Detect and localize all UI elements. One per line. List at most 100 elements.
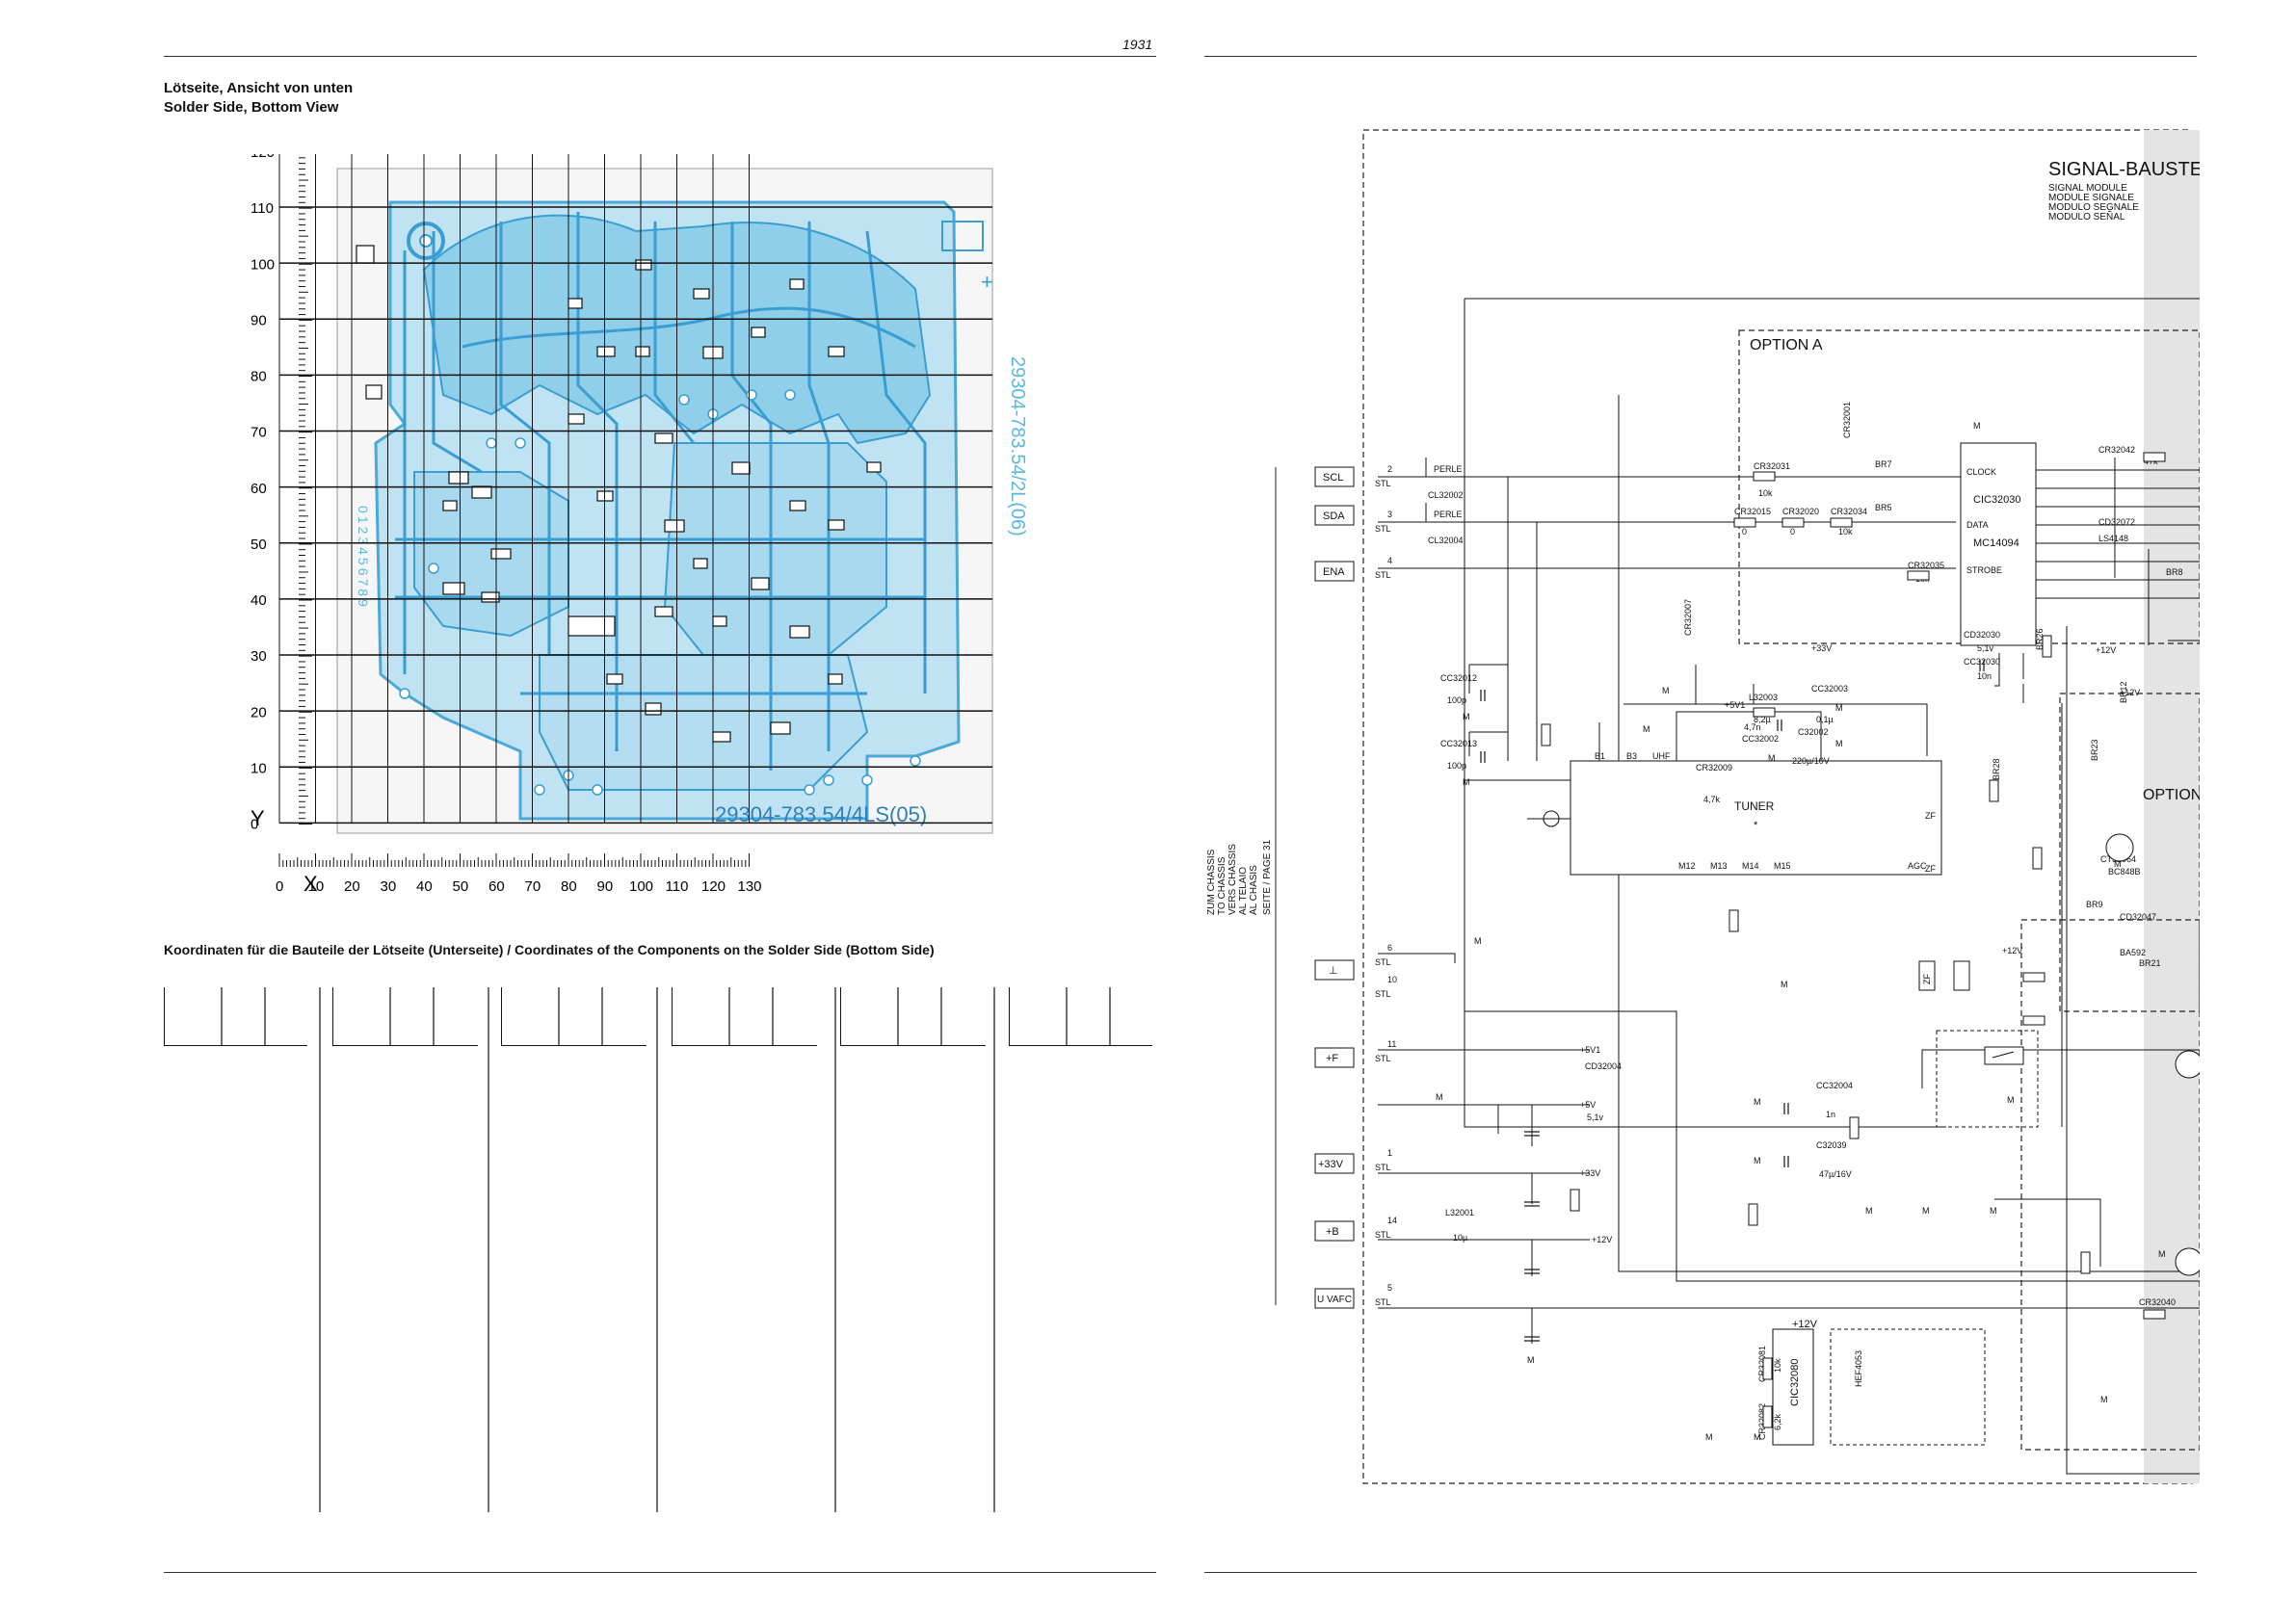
svg-text:1n: 1n bbox=[1826, 1110, 1835, 1119]
svg-text:M15: M15 bbox=[1774, 861, 1791, 871]
svg-text:2: 2 bbox=[1387, 464, 1392, 474]
svg-text:ZF: ZF bbox=[1925, 864, 1936, 874]
svg-text:STL: STL bbox=[1375, 1297, 1391, 1307]
y-tick-label: 30 bbox=[251, 648, 267, 665]
ic-cic32080: CIC32080 HEF4053 bbox=[1772, 1328, 1986, 1446]
schematic-diagram: SIGNAL-BAUSTEIN SIGNAL MODULE MODULE SIG… bbox=[1206, 129, 2200, 1484]
svg-text:CC32003: CC32003 bbox=[1811, 684, 1848, 694]
chassis-label-2: TO CHASSIS bbox=[1217, 856, 1227, 915]
svg-text:M: M bbox=[1835, 739, 1843, 748]
option-b-label: OPTION bbox=[2143, 787, 2200, 803]
svg-text:ZF: ZF bbox=[1925, 811, 1936, 821]
svg-text:M: M bbox=[1754, 1156, 1761, 1165]
svg-text:PERLE: PERLE bbox=[1434, 510, 1463, 519]
svg-text:M14: M14 bbox=[1742, 861, 1759, 871]
svg-text:4,7n: 4,7n bbox=[1744, 722, 1761, 732]
svg-text:M: M bbox=[1474, 936, 1482, 946]
svg-text:BR5: BR5 bbox=[1875, 503, 1892, 512]
connector-ground: ⊥ bbox=[1329, 965, 1338, 977]
svg-text:BR28: BR28 bbox=[1992, 758, 2001, 780]
chassis-label-1: ZUM CHASSIS bbox=[1206, 849, 1217, 915]
svg-text:L32001: L32001 bbox=[1445, 1208, 1474, 1217]
svg-text:M: M bbox=[1781, 980, 1788, 989]
svg-text:+12V: +12V bbox=[2002, 946, 2022, 955]
svg-text:+12V: +12V bbox=[1592, 1235, 1612, 1244]
svg-text:4: 4 bbox=[1387, 556, 1392, 565]
pcb-board-code-side: 29304-783.54/2L(06) bbox=[1007, 356, 1028, 537]
svg-text:CD32030: CD32030 bbox=[1964, 630, 2000, 640]
y-tick-label: 20 bbox=[251, 704, 267, 720]
svg-text:STL: STL bbox=[1375, 1230, 1391, 1240]
svg-text:M: M bbox=[1527, 1355, 1535, 1365]
svg-text:10k: 10k bbox=[1838, 527, 1853, 537]
svg-text:STL: STL bbox=[1375, 479, 1391, 488]
pcb-pads bbox=[399, 389, 921, 796]
svg-text:STL: STL bbox=[1375, 1054, 1391, 1063]
svg-text:BR21: BR21 bbox=[2139, 958, 2161, 968]
coord-table-header-3 bbox=[501, 987, 647, 1046]
svg-text:CR32020: CR32020 bbox=[1782, 507, 1819, 516]
pcb-heading-de: Lötseite, Ansicht von unten bbox=[164, 80, 354, 96]
svg-text:M: M bbox=[1768, 753, 1776, 763]
option-a-label: OPTION A bbox=[1750, 337, 1823, 353]
tuner-label: TUNER bbox=[1734, 799, 1775, 813]
svg-text:B3: B3 bbox=[1626, 751, 1637, 761]
svg-text:4,7k: 4,7k bbox=[1703, 795, 1721, 804]
transistor-ct320xx bbox=[2175, 1050, 2200, 1079]
svg-text:0: 0 bbox=[1790, 527, 1795, 537]
ic-main-type: MC14094 bbox=[1973, 537, 2019, 549]
svg-text:CR32001: CR32001 bbox=[1842, 402, 1852, 438]
y-tick-label: 80 bbox=[251, 369, 267, 385]
svg-text:14: 14 bbox=[1387, 1216, 1397, 1225]
svg-text:CL32004: CL32004 bbox=[1428, 536, 1464, 545]
module-edge-shade bbox=[2144, 130, 2200, 1483]
schematic-wires bbox=[1378, 298, 2200, 1475]
coord-table-header-6 bbox=[1009, 987, 1152, 1046]
svg-text:CC32013: CC32013 bbox=[1440, 739, 1477, 748]
svg-text:M: M bbox=[1754, 1432, 1761, 1442]
x-tick-label: 60 bbox=[488, 878, 505, 895]
svg-text:1: 1 bbox=[1387, 1148, 1392, 1158]
schematic-title: SIGNAL-BAUSTEIN bbox=[2048, 159, 2200, 180]
svg-text:100p: 100p bbox=[1447, 695, 1466, 705]
option-b-frame bbox=[2059, 693, 2200, 1012]
x-tick-label: 80 bbox=[561, 878, 577, 895]
connector-plus-f: +F bbox=[1326, 1053, 1338, 1064]
svg-text:6,2k: 6,2k bbox=[1773, 1413, 1782, 1430]
coord-table-lines bbox=[221, 987, 1111, 1512]
mounting-hole bbox=[407, 222, 445, 260]
svg-text:M: M bbox=[1436, 1092, 1443, 1102]
svg-text:LS4148: LS4148 bbox=[2098, 534, 2128, 543]
ic-clock-pin: CLOCK bbox=[1966, 467, 1996, 477]
svg-text:M: M bbox=[2114, 859, 2122, 869]
ic-main-ref: CIC32030 bbox=[1973, 494, 2021, 506]
connector-u-vafc: U VAFC bbox=[1317, 1295, 1352, 1305]
svg-text:+33V: +33V bbox=[1580, 1168, 1600, 1178]
header-rule-left bbox=[164, 56, 1156, 57]
svg-text:PERLE: PERLE bbox=[1434, 464, 1463, 474]
seite-label: SEITE / PAGE 31 bbox=[1262, 839, 1273, 915]
svg-text:CC32004: CC32004 bbox=[1816, 1081, 1853, 1090]
svg-text:CR32081: CR32081 bbox=[1757, 1346, 1767, 1382]
svg-text:10n: 10n bbox=[1977, 671, 1992, 681]
ground-labels: M M M M M M M M M M M M M M M M M M M M … bbox=[1436, 421, 2166, 1442]
pcb-grid bbox=[278, 154, 992, 825]
tuner-star: * bbox=[1754, 820, 1758, 831]
zf-box-1 bbox=[1918, 960, 1936, 991]
coord-table-header-4 bbox=[672, 987, 817, 1046]
svg-text:M: M bbox=[2158, 1249, 2166, 1259]
tuner-block: TUNER * B1 B3 UHF M12 M13 M14 M15 AGC ZF… bbox=[1527, 751, 1942, 876]
svg-text:5,1v: 5,1v bbox=[1977, 643, 1994, 653]
svg-text:CR32015: CR32015 bbox=[1734, 507, 1771, 516]
svg-text:CR32034: CR32034 bbox=[1831, 507, 1867, 516]
connector-plus-33v: +33V bbox=[1318, 1159, 1344, 1170]
svg-text:C32002: C32002 bbox=[1798, 727, 1829, 737]
svg-text:10k: 10k bbox=[1758, 488, 1773, 498]
x-axis-label: X bbox=[303, 872, 318, 896]
connectors: SCL SDA ENA ⊥ +F +33V +B U VAFC bbox=[1314, 466, 1355, 1309]
svg-text:+12V: +12V bbox=[2096, 645, 2116, 655]
svg-text:CR32035: CR32035 bbox=[1908, 561, 1944, 570]
svg-text:6: 6 bbox=[1387, 943, 1392, 953]
